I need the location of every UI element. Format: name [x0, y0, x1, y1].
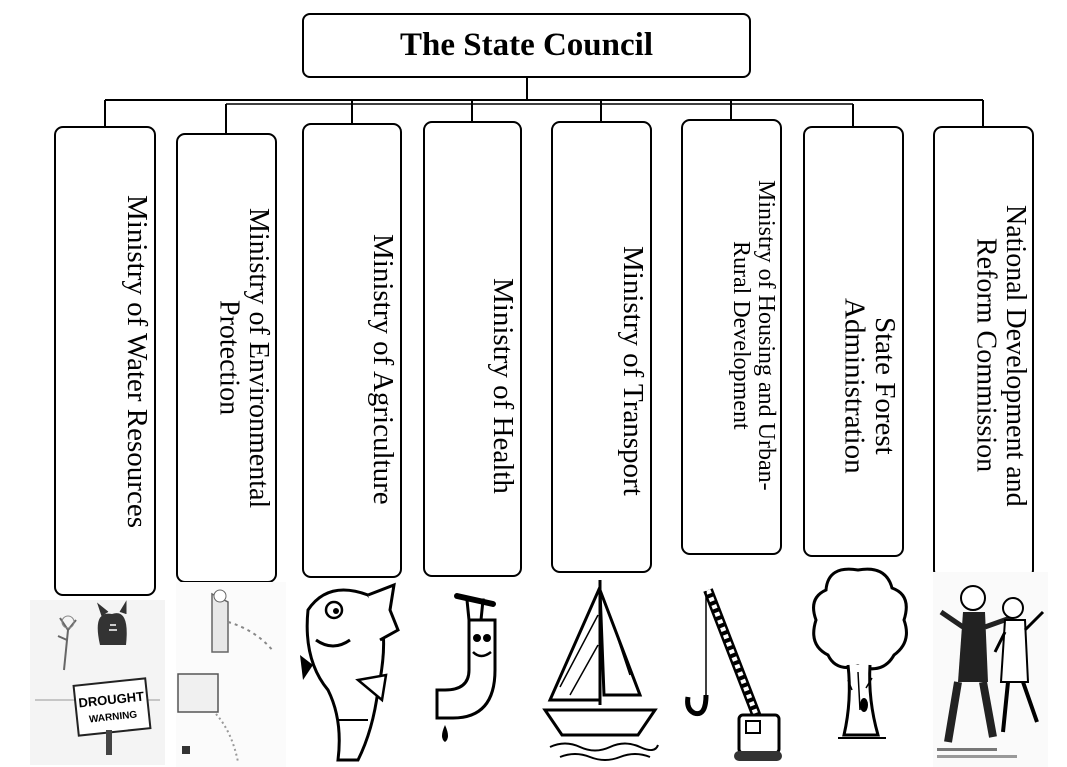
- svg-text:WARNING: WARNING: [88, 709, 137, 725]
- root-label: The State Council: [399, 27, 653, 63]
- fish-icon: [300, 582, 400, 762]
- node-label-environmental-protection: Ministry of Environmental Protection: [213, 207, 274, 509]
- sailboat-icon: [542, 580, 659, 761]
- drought-sign-text: DROUGHT: [78, 689, 145, 711]
- node-label-state-forest: State Forest Administration: [838, 297, 901, 474]
- polluted-pipe-icon: [176, 582, 286, 767]
- node-label-health: Ministry of Health: [487, 278, 519, 494]
- crane-hook-icon: [685, 588, 782, 761]
- tree-icon: [812, 567, 908, 739]
- node-transport: Ministry of Transport: [551, 121, 652, 573]
- node-label-agriculture: Ministry of Agriculture: [367, 234, 399, 505]
- node-label-housing-urban-rural: Ministry of Housing and Urban- Rural Dev…: [727, 179, 779, 491]
- node-label-water-resources: Ministry of Water Resources: [121, 194, 153, 528]
- node-label-national-development: National Development and Reform Commissi…: [970, 204, 1031, 507]
- node-national-development: National Development and Reform Commissi…: [933, 126, 1034, 579]
- node-housing-urban-rural: Ministry of Housing and Urban- Rural Dev…: [681, 119, 782, 555]
- node-label-transport: Ministry of Transport: [617, 246, 649, 496]
- node-agriculture: Ministry of Agriculture: [302, 123, 402, 578]
- node-state-forest: State Forest Administration: [803, 126, 904, 557]
- root-node-state-council: The State Council: [302, 13, 751, 78]
- dripping-faucet-icon: [435, 593, 497, 742]
- node-environmental-protection: Ministry of Environmental Protection: [176, 133, 277, 583]
- node-water-resources: Ministry of Water Resources: [54, 126, 156, 596]
- drought-warning-icon: DROUGHT WARNING: [30, 600, 165, 765]
- node-health: Ministry of Health: [423, 121, 522, 577]
- cartoon-figures-icon: [933, 572, 1048, 767]
